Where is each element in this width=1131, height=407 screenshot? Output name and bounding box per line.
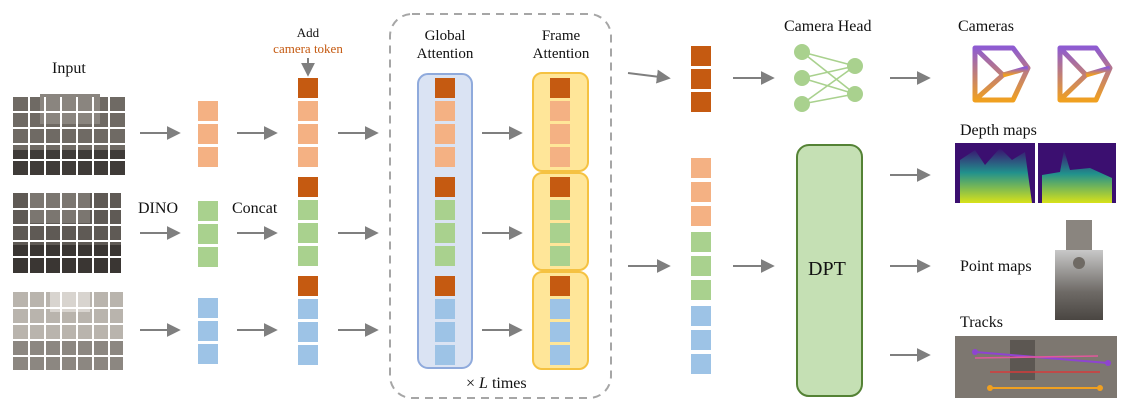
dpt-block	[796, 144, 863, 397]
point-map-icon	[1055, 220, 1103, 320]
add-label: Add	[296, 25, 320, 40]
frame-attention-label: Frame Attention	[532, 28, 590, 62]
camera-token-label: camera token	[273, 41, 343, 56]
depth-maps-label: Depth maps	[960, 122, 1037, 139]
dpt-label: DPT	[808, 258, 846, 280]
dino-tokens-frame2	[198, 201, 218, 267]
camera-head-label: Camera Head	[784, 18, 872, 35]
repeat-times-label: × L times	[466, 375, 527, 393]
tracks-icon	[955, 336, 1117, 398]
dino-tokens-frame3	[198, 298, 218, 364]
global-attention-label: Global Attention	[416, 28, 474, 62]
concat-label: Concat	[232, 200, 278, 217]
repeat-block	[389, 13, 612, 399]
depth-map-icon	[955, 143, 1035, 203]
input-image-1	[13, 94, 125, 175]
concat-tokens-frame2	[298, 177, 318, 266]
output-patch-tokens	[691, 158, 711, 374]
dino-tokens-frame1	[198, 101, 218, 167]
frame-tokens	[550, 78, 570, 365]
times-symbol: ×	[466, 375, 476, 392]
point-maps-label: Point maps	[960, 258, 1032, 275]
concat-tokens-frame3	[298, 276, 318, 365]
tracks-label: Tracks	[960, 314, 1003, 331]
cameras-label: Cameras	[958, 18, 1014, 35]
times-variable: L	[479, 375, 488, 392]
camera-frustum-icon	[972, 45, 1031, 103]
output-camera-tokens	[691, 46, 711, 112]
arrow-block-camera	[627, 69, 671, 84]
input-image-3	[13, 292, 123, 370]
depth-map-icon	[1038, 143, 1116, 203]
network-icon	[794, 44, 863, 112]
camera-frustum-icon	[1057, 45, 1113, 103]
frame-attention-box-2	[532, 172, 589, 271]
dino-label: DINO	[138, 200, 178, 217]
input-image-2	[13, 193, 121, 273]
frame-attention-box-3	[532, 271, 589, 370]
input-label: Input	[52, 60, 86, 77]
times-suffix: times	[491, 375, 527, 392]
frame-attention-box-1	[532, 72, 589, 172]
global-tokens	[435, 78, 455, 365]
concat-tokens-frame1	[298, 78, 318, 167]
global-attention-box	[417, 73, 473, 369]
